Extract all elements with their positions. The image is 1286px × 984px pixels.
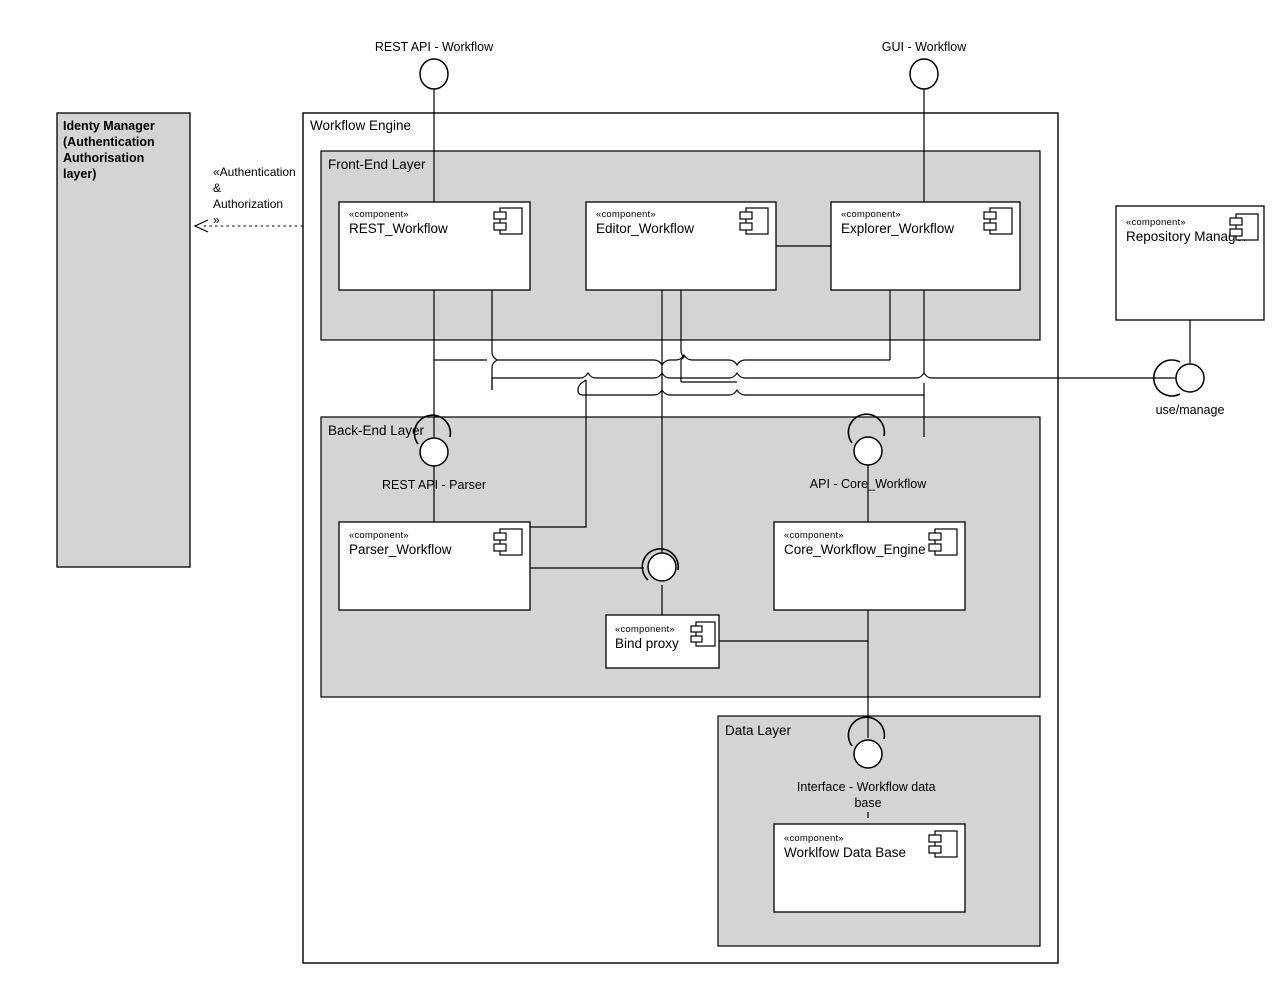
component-parser-workflow-stereotype: «component»: [349, 530, 409, 541]
component-icon: [928, 830, 958, 858]
interface-use-manage[interactable]: use/manage: [1153, 359, 1225, 417]
lollipop-icon[interactable]: [909, 58, 939, 90]
interface-rest-api-parser[interactable]: REST API - Parser: [382, 414, 486, 492]
identity-manager-label: Identy Manager (Authentication Authorisa…: [63, 119, 158, 181]
component-workflow-data-base[interactable]: «component» Worklfow Data Base: [773, 823, 966, 913]
ball-icon[interactable]: [853, 436, 883, 466]
component-icon: [983, 207, 1013, 235]
connector-editor-stem-b: [680, 290, 685, 382]
socket-icon: [413, 414, 452, 445]
component-core-workflow-engine-name: Core_Workflow_Engine: [784, 542, 926, 557]
identity-manager-box[interactable]: [56, 112, 191, 568]
interface-api-core-workflow-label: API - Core_Workflow: [810, 477, 927, 491]
package-workflow-engine-label: Workflow Engine: [310, 118, 411, 133]
component-explorer-workflow-stereotype: «component»: [841, 209, 901, 220]
component-rest-workflow[interactable]: «component» REST_Workflow: [338, 201, 531, 291]
socket-icon: [847, 413, 886, 444]
component-rest-workflow-name: REST_Workflow: [349, 221, 448, 236]
layer-back-end-label: Back-End Layer: [328, 423, 425, 438]
interface-rest-api-parser-label: REST API - Parser: [382, 478, 486, 492]
component-core-workflow-engine-stereotype: «component»: [784, 530, 844, 541]
component-workflow-data-base-stereotype: «component»: [784, 833, 844, 844]
layer-front-end-label: Front-End Layer: [328, 157, 426, 172]
component-parser-workflow-name: Parser_Workflow: [349, 542, 452, 557]
interface-rest-api-workflow-label: REST API - Workflow: [375, 40, 494, 54]
component-explorer-workflow-name: Explorer_Workflow: [841, 221, 954, 236]
component-core-workflow-engine[interactable]: «component» Core_Workflow_Engine: [773, 521, 966, 611]
ball-icon[interactable]: [1175, 363, 1205, 393]
interface-rest-api-workflow[interactable]: REST API - Workflow: [375, 40, 494, 90]
interface-workflow-database[interactable]: Interface - Workflow data base: [797, 716, 939, 810]
component-bind-proxy-stereotype: «component»: [615, 624, 675, 635]
layer-data-label: Data Layer: [725, 723, 792, 738]
dependency-arrowhead: [193, 219, 209, 233]
component-icon: [1229, 213, 1259, 241]
dependency-authentication-label: «Authentication & Authorization »: [213, 165, 299, 227]
component-icon: [928, 528, 958, 556]
component-repository-manager-stereotype: «component»: [1126, 217, 1186, 228]
component-editor-workflow-name: Editor_Workflow: [596, 221, 694, 236]
component-repository-manager[interactable]: «component» Repository Manager: [1115, 205, 1265, 321]
ball-icon[interactable]: [853, 739, 883, 769]
component-icon: [690, 621, 716, 647]
component-editor-workflow-stereotype: «component»: [596, 209, 656, 220]
connector-bus-row2: [492, 371, 1170, 379]
component-explorer-workflow[interactable]: «component» Explorer_Workflow: [830, 201, 1021, 291]
ball-icon[interactable]: [419, 437, 449, 467]
connector-bus-row3: [583, 388, 924, 396]
interface-workflow-database-label: Interface - Workflow data base: [797, 780, 939, 810]
component-icon: [493, 528, 523, 556]
component-icon: [739, 207, 769, 235]
connector-parser-to-bus: [530, 380, 587, 528]
component-icon: [493, 207, 523, 235]
interface-gui-workflow-label: GUI - Workflow: [882, 40, 967, 54]
ball-icon[interactable]: [647, 552, 677, 582]
interface-parser-bind-socket[interactable]: [641, 548, 680, 582]
component-bind-proxy[interactable]: «component» Bind proxy: [605, 614, 720, 669]
component-bind-proxy-name: Bind proxy: [615, 636, 679, 651]
interface-gui-workflow[interactable]: GUI - Workflow: [882, 40, 967, 90]
lollipop-icon[interactable]: [419, 58, 449, 90]
component-repository-manager-name: Repository Manager: [1126, 229, 1248, 244]
interface-api-core-workflow[interactable]: API - Core_Workflow: [810, 413, 927, 491]
component-editor-workflow[interactable]: «component» Editor_Workflow: [585, 201, 777, 291]
socket-icon: [847, 716, 886, 747]
socket-icon: [1153, 359, 1181, 397]
interface-use-manage-label: use/manage: [1156, 403, 1225, 417]
socket-icon: [641, 548, 680, 581]
connector-bus-row3-left-riser: [577, 379, 587, 396]
component-rest-workflow-stereotype: «component»: [349, 209, 409, 220]
component-workflow-data-base-name: Worklfow Data Base: [784, 845, 906, 860]
component-parser-workflow[interactable]: «component» Parser_Workflow: [338, 521, 531, 611]
